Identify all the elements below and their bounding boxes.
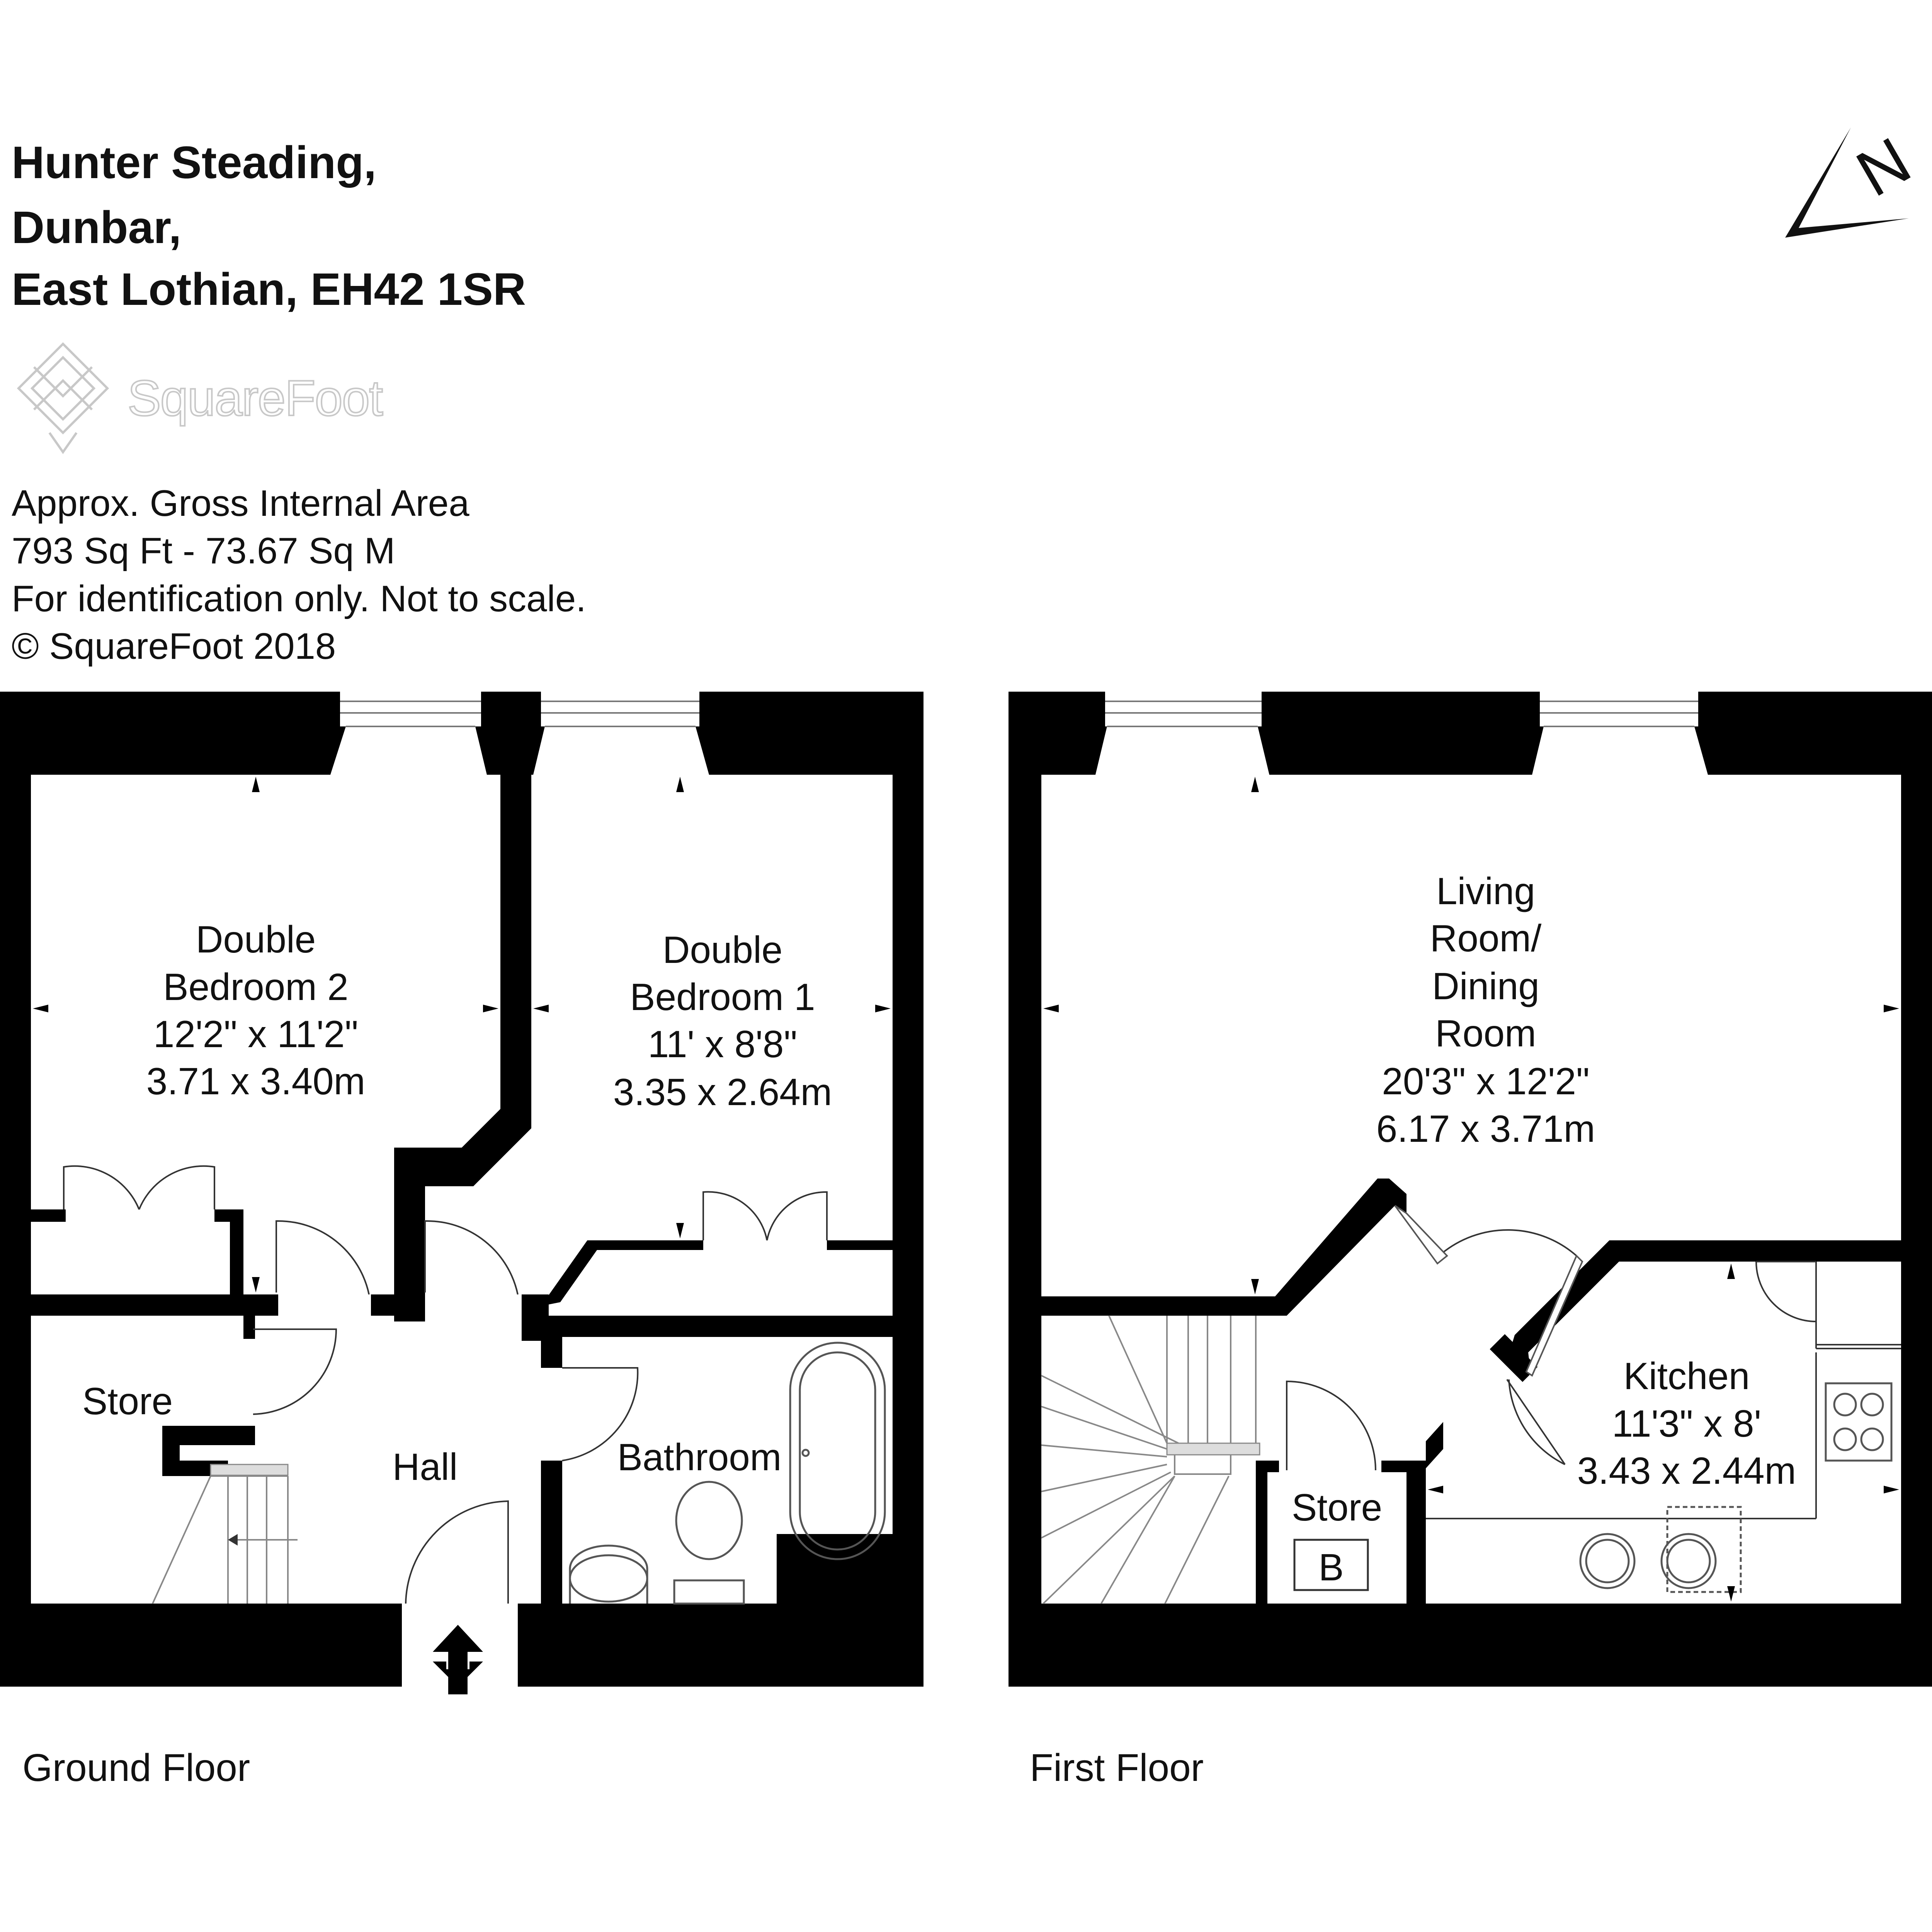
living-label-4: Room	[1435, 1012, 1536, 1054]
bedroom2-size-imperial: 12'2" x 11'2"	[153, 1013, 358, 1055]
kitchen-size-metric: 3.43 x 2.44m	[1577, 1449, 1796, 1492]
living-size-metric: 6.17 x 3.71m	[1376, 1107, 1595, 1150]
north-arrow-icon: N	[1785, 123, 1922, 238]
boiler-label: B	[1318, 1546, 1344, 1588]
diamond-lattice-logo-icon	[17, 342, 109, 454]
living-label-2: Room/	[1430, 917, 1542, 959]
bedroom2-size-metric: 3.71 x 3.40m	[146, 1060, 366, 1102]
address-line-3: East Lothian, EH42 1SR	[12, 264, 526, 315]
brand-wordmark: SquareFoot	[127, 370, 384, 426]
bathtub	[789, 1342, 886, 1560]
washbasin	[569, 1554, 648, 1603]
bedroom2-label-1: Double	[196, 918, 316, 961]
living-label-1: Living	[1436, 870, 1535, 912]
window-living-right	[1532, 726, 1708, 775]
disclaimer-text: For identification only. Not to scale.	[12, 578, 586, 619]
bedroom2-label-2: Bedroom 2	[163, 966, 348, 1008]
kitchen-label: Kitchen	[1624, 1355, 1750, 1397]
first-floor-outer-wall	[1009, 692, 1932, 1687]
boiler-box	[1293, 1539, 1369, 1591]
kitchen-size-imperial: 11'3" x 8'	[1612, 1402, 1761, 1445]
first-floor-plan: Living Room/ Dining Room 20'3" x 12'2" 6…	[1009, 692, 1932, 1687]
ground-store-label: Store	[82, 1380, 173, 1422]
bathroom-label: Bathroom	[617, 1436, 782, 1478]
hob	[1825, 1382, 1893, 1462]
bedroom1-size-imperial: 11' x 8'8"	[648, 1023, 797, 1065]
living-size-imperial: 20'3" x 12'2"	[1382, 1060, 1589, 1102]
kitchen-sink	[1579, 1533, 1636, 1589]
first-store-label: Store	[1292, 1486, 1382, 1529]
living-label-3: Dining	[1432, 965, 1539, 1007]
entrance-arrow-icon	[433, 1625, 483, 1694]
window-living-left	[1095, 726, 1269, 775]
window-bedroom2	[330, 726, 487, 775]
bedroom1-label-2: Bedroom 1	[630, 976, 815, 1018]
bedroom1-label-1: Double	[663, 929, 783, 971]
address-line-2: Dunbar,	[12, 202, 182, 253]
window-bedroom1	[533, 726, 709, 775]
address-line-1: Hunter Steading,	[12, 137, 377, 188]
ground-floor-label: Ground Floor	[22, 1746, 250, 1789]
area-value: 793 Sq Ft - 73.67 Sq M	[12, 530, 395, 571]
ground-floor-plan: Double Bedroom 2 12'2" x 11'2" 3.71 x 3.…	[0, 692, 923, 1694]
bedroom1-size-metric: 3.35 x 2.64m	[613, 1071, 832, 1113]
hall-label: Hall	[393, 1446, 458, 1488]
first-floor-label: First Floor	[1030, 1746, 1204, 1789]
area-label: Approx. Gross Internal Area	[12, 483, 469, 524]
toilet	[675, 1481, 743, 1560]
copyright-text: © SquareFoot 2018	[12, 626, 336, 667]
